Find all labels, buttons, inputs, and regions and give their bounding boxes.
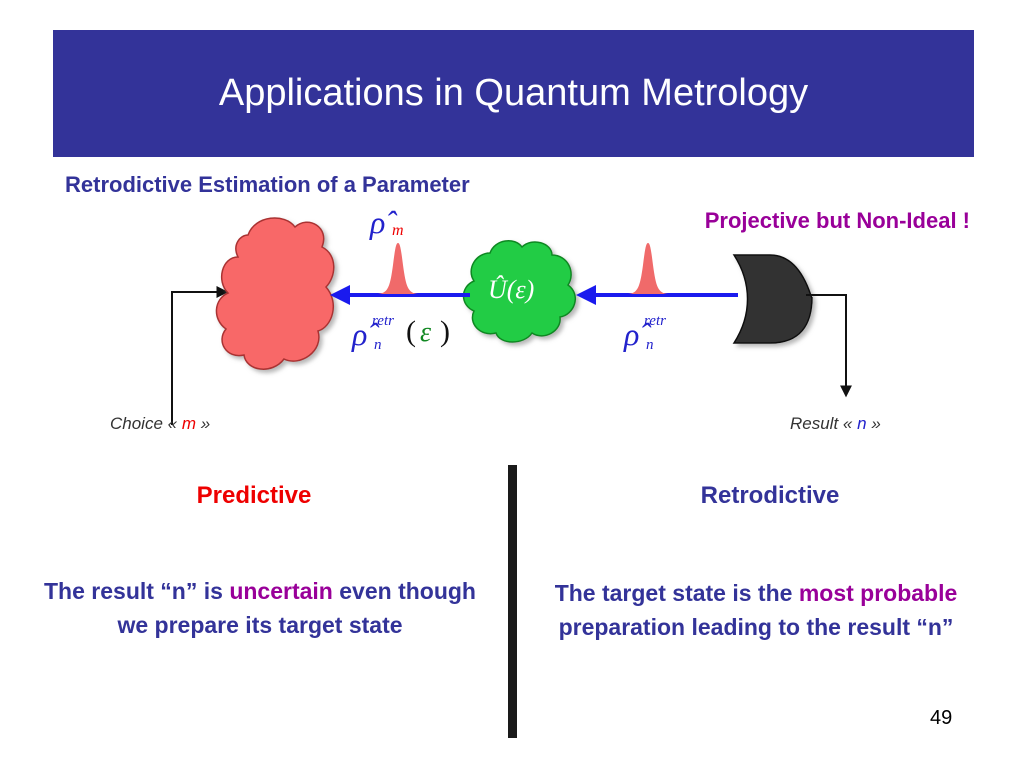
predictive-text-post: even though we prepare its target state — [117, 578, 476, 638]
unitary-label: Û(ε) — [488, 275, 534, 304]
page-number: 49 — [930, 707, 953, 729]
choice-label: Choice « m » — [110, 414, 210, 433]
paren-open: ( — [406, 315, 416, 348]
rho-m-sub: m — [392, 222, 404, 239]
rho-retr-left-sup: retr — [372, 313, 394, 329]
retrodictive-text: The target state is the most probable pr… — [536, 576, 976, 644]
peak-left — [378, 243, 418, 294]
rho-retr-right-sub: n — [646, 337, 654, 353]
predictive-text-highlight: uncertain — [229, 578, 333, 604]
slide-subtitle: Retrodictive Estimation of a Parameter — [65, 172, 470, 197]
detector — [732, 254, 813, 344]
rho-retr-right-sup: retr — [644, 313, 666, 329]
retrodictive-heading: Retrodictive — [700, 482, 840, 509]
projective-note: Projective but Non-Ideal ! — [704, 208, 970, 233]
predictive-text-pre: The result “n” is — [44, 578, 230, 604]
red-cloud — [215, 217, 335, 370]
column-divider — [508, 465, 517, 738]
epsilon-label: ε — [420, 317, 431, 348]
retrodictive-text-post: preparation leading to the result “n” — [558, 614, 954, 640]
retrodiction-diagram: Û(ε) ρ̂ m ρ̂ retr n ( ε ) ρ̂ retr n Choi… — [110, 204, 881, 433]
choice-line — [171, 286, 229, 425]
predictive-heading: Predictive — [196, 482, 312, 509]
peak-right — [628, 243, 668, 294]
retrodictive-text-pre: The target state is the — [554, 580, 799, 606]
title-bar: Applications in Quantum Metrology — [53, 30, 974, 157]
retrodictive-text-highlight: most probable — [798, 580, 958, 606]
slide-title: Applications in Quantum Metrology — [218, 72, 809, 114]
result-line — [806, 294, 852, 398]
result-label: Result « n » — [790, 414, 881, 433]
rho-retr-left-sub: n — [374, 337, 382, 353]
predictive-text: The result “n” is uncertain even though … — [40, 574, 480, 642]
paren-close: ) — [440, 315, 450, 348]
